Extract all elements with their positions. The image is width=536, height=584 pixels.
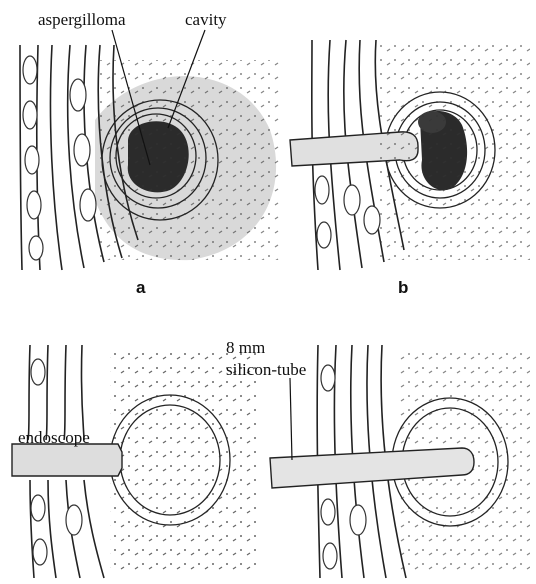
panel-c-texture xyxy=(110,350,260,570)
panel-a xyxy=(20,30,280,270)
panel-b xyxy=(290,40,530,270)
panel-a-texture xyxy=(100,60,280,260)
tube-size-label: 8 mm xyxy=(226,338,265,357)
panel-d xyxy=(270,345,530,578)
panel-b-letter: b xyxy=(398,278,408,298)
panel-a-ribs xyxy=(23,56,96,260)
endoscope-label: endoscope xyxy=(18,428,90,447)
tube-name-label: silicon-tube xyxy=(226,360,306,379)
panel-c xyxy=(12,345,260,578)
cavity-label: cavity xyxy=(185,10,227,29)
aspergilloma-label: aspergilloma xyxy=(38,10,126,29)
panel-b-texture xyxy=(380,40,530,260)
endoscope-shaft xyxy=(12,444,122,476)
silicon-tube-leader xyxy=(290,378,292,460)
panel-a-letter: a xyxy=(136,278,145,298)
